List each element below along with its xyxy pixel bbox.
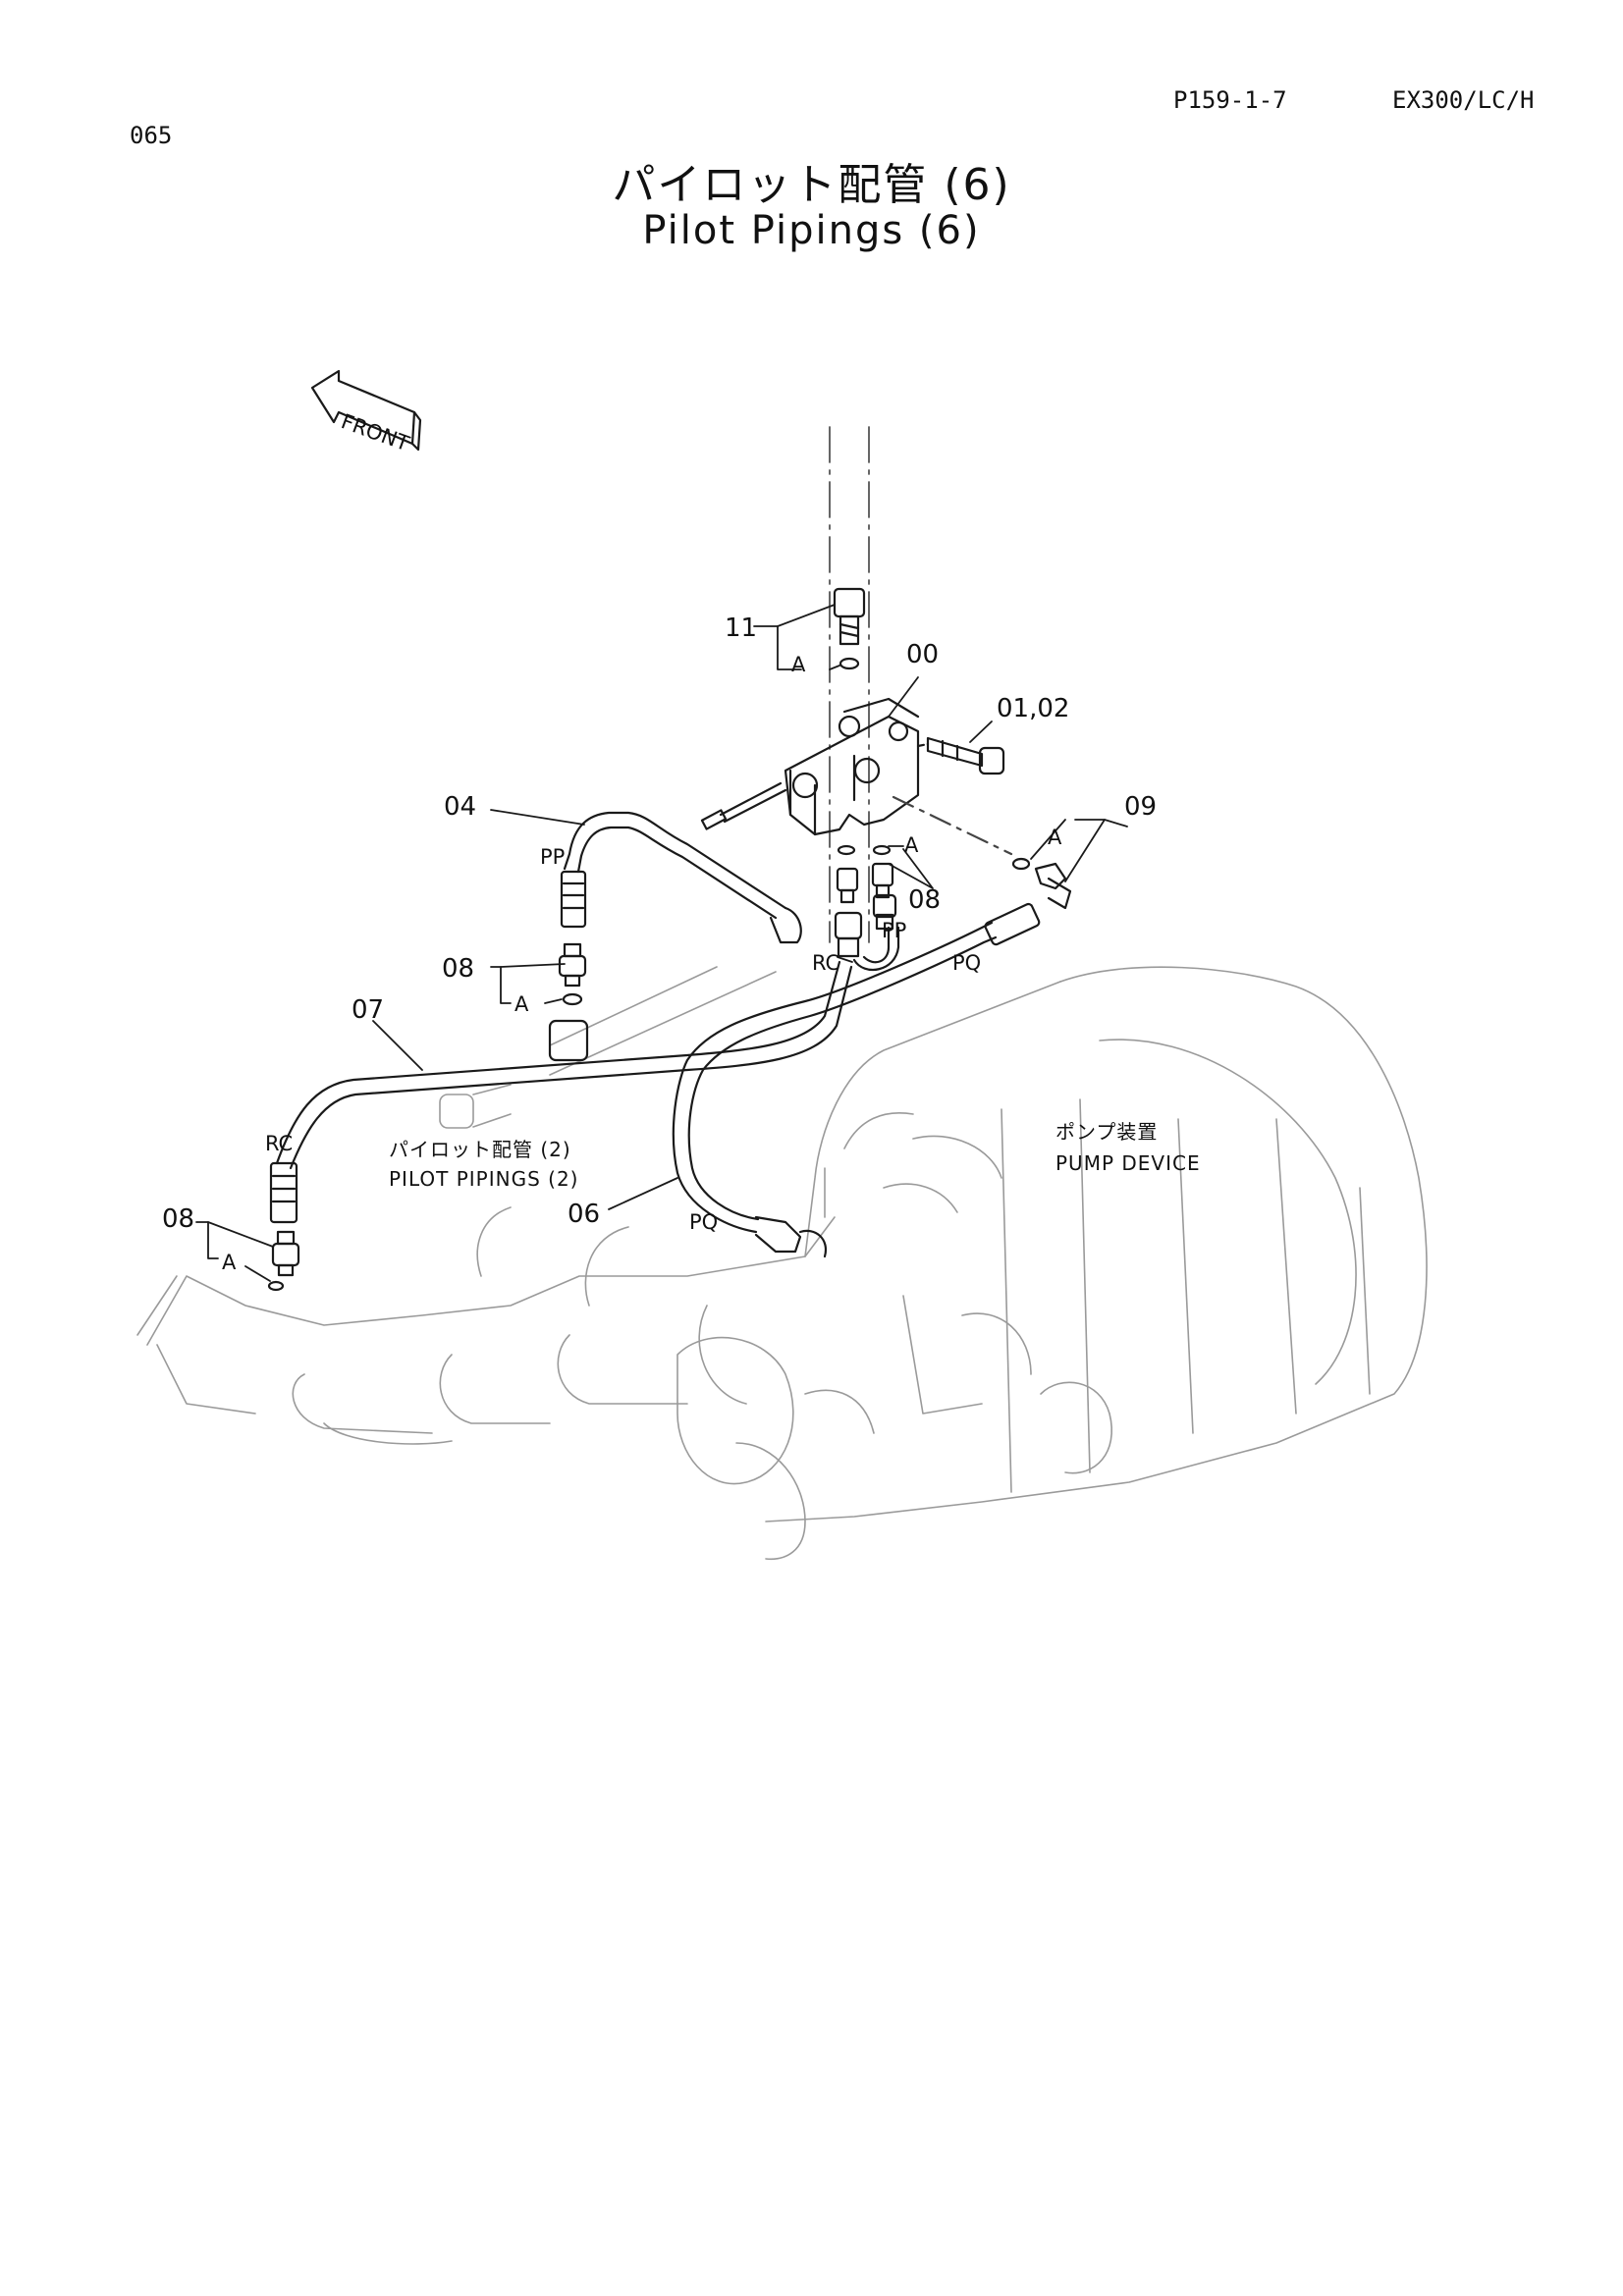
- seal-label-a-mid: A: [514, 992, 529, 1016]
- callout-11: 11: [725, 614, 757, 643]
- bolt-11: [833, 587, 866, 670]
- callout-06: 06: [568, 1200, 600, 1229]
- port-label-pq-top: PQ: [952, 951, 981, 975]
- seal-label-a-11: A: [791, 653, 806, 676]
- hose-04: [560, 811, 802, 944]
- front-arrow-icon: [310, 369, 422, 452]
- vertical-guide-lines: [829, 426, 870, 943]
- seal-label-a-block: A: [904, 833, 919, 857]
- title-english: Pilot Pipings (6): [642, 208, 981, 253]
- seal-label-a-bottom: A: [222, 1251, 237, 1274]
- callout-08-bottom: 08: [162, 1204, 194, 1234]
- fitting-08-bottom: [267, 1230, 300, 1292]
- callout-08-mid: 08: [442, 954, 474, 984]
- fitting-08-mid: [558, 942, 587, 1006]
- port-label-pp-hose: PP: [540, 845, 565, 869]
- bolt-01-02: [916, 736, 1005, 775]
- pilot-pipings-2-ghost: [439, 966, 777, 1129]
- seal-label-a-09: A: [1048, 826, 1062, 849]
- callout-01-02: 01,02: [997, 694, 1069, 723]
- valve-block: [700, 697, 920, 836]
- leader-lines: [195, 604, 1128, 1282]
- callout-00: 00: [906, 640, 939, 669]
- model-code: EX300/LC/H: [1392, 86, 1535, 114]
- pump-device-outline: [136, 966, 1428, 1561]
- elbow-adaptor-09: [892, 795, 1072, 910]
- reference-pump-jp: ポンプ装置: [1055, 1120, 1158, 1144]
- reference-pilot-jp: パイロット配管 (2): [389, 1138, 571, 1161]
- hose-06: [672, 902, 1041, 1258]
- port-label-rc-hose07: RC: [265, 1132, 293, 1155]
- port-label-pp-block: PP: [882, 919, 906, 942]
- title-japanese: パイロット配管 (6): [612, 160, 1011, 210]
- callout-08-block: 08: [908, 885, 941, 915]
- port-label-pq-end: PQ: [689, 1210, 718, 1234]
- block-fittings-08: [834, 844, 900, 971]
- reference-pilot-en: PILOT PIPINGS (2): [389, 1167, 578, 1191]
- front-label: FRONT: [338, 409, 412, 455]
- page-code: P159-1-7: [1173, 86, 1287, 114]
- sheet-number: 065: [130, 122, 173, 149]
- callout-07: 07: [352, 995, 384, 1025]
- callout-04: 04: [444, 792, 476, 822]
- reference-pump-en: PUMP DEVICE: [1055, 1151, 1201, 1175]
- hose-07: [269, 960, 853, 1224]
- port-label-rc-block: RC: [812, 951, 839, 975]
- callout-09: 09: [1124, 792, 1157, 822]
